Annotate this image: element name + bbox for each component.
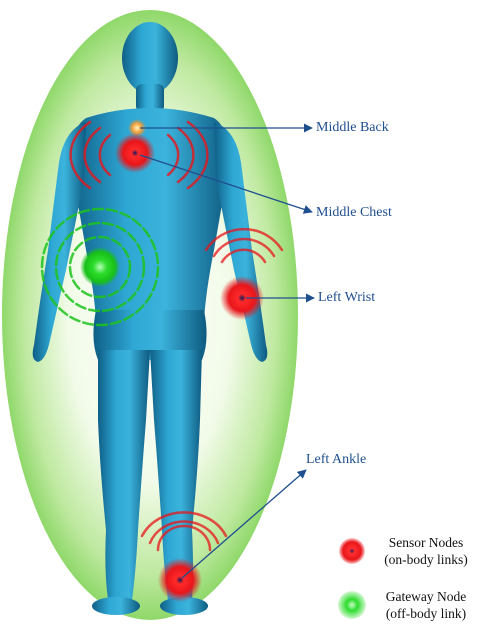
- legend-sensor-subtitle: (on-body links): [372, 551, 480, 568]
- label-middle-chest: Middle Chest: [316, 205, 392, 221]
- middle-chest-node: [115, 133, 155, 173]
- legend-gateway-dot: [338, 591, 366, 619]
- legend-sensor-title: Sensor Nodes: [372, 534, 480, 551]
- label-left-wrist: Left Wrist: [318, 290, 375, 306]
- legend-sensor-dot: [339, 538, 365, 564]
- legend-sensor: Sensor Nodes (on-body links): [372, 534, 480, 568]
- legend-gateway-title: Gateway Node: [372, 588, 480, 605]
- legend-gateway: Gateway Node (off-body link): [372, 588, 480, 622]
- left-ankle-node: [158, 558, 202, 602]
- legend-gateway-subtitle: (off-body link): [372, 605, 480, 622]
- label-middle-back: Middle Back: [316, 120, 389, 136]
- gateway-node: [80, 247, 120, 287]
- label-left-ankle: Left Ankle: [306, 452, 366, 468]
